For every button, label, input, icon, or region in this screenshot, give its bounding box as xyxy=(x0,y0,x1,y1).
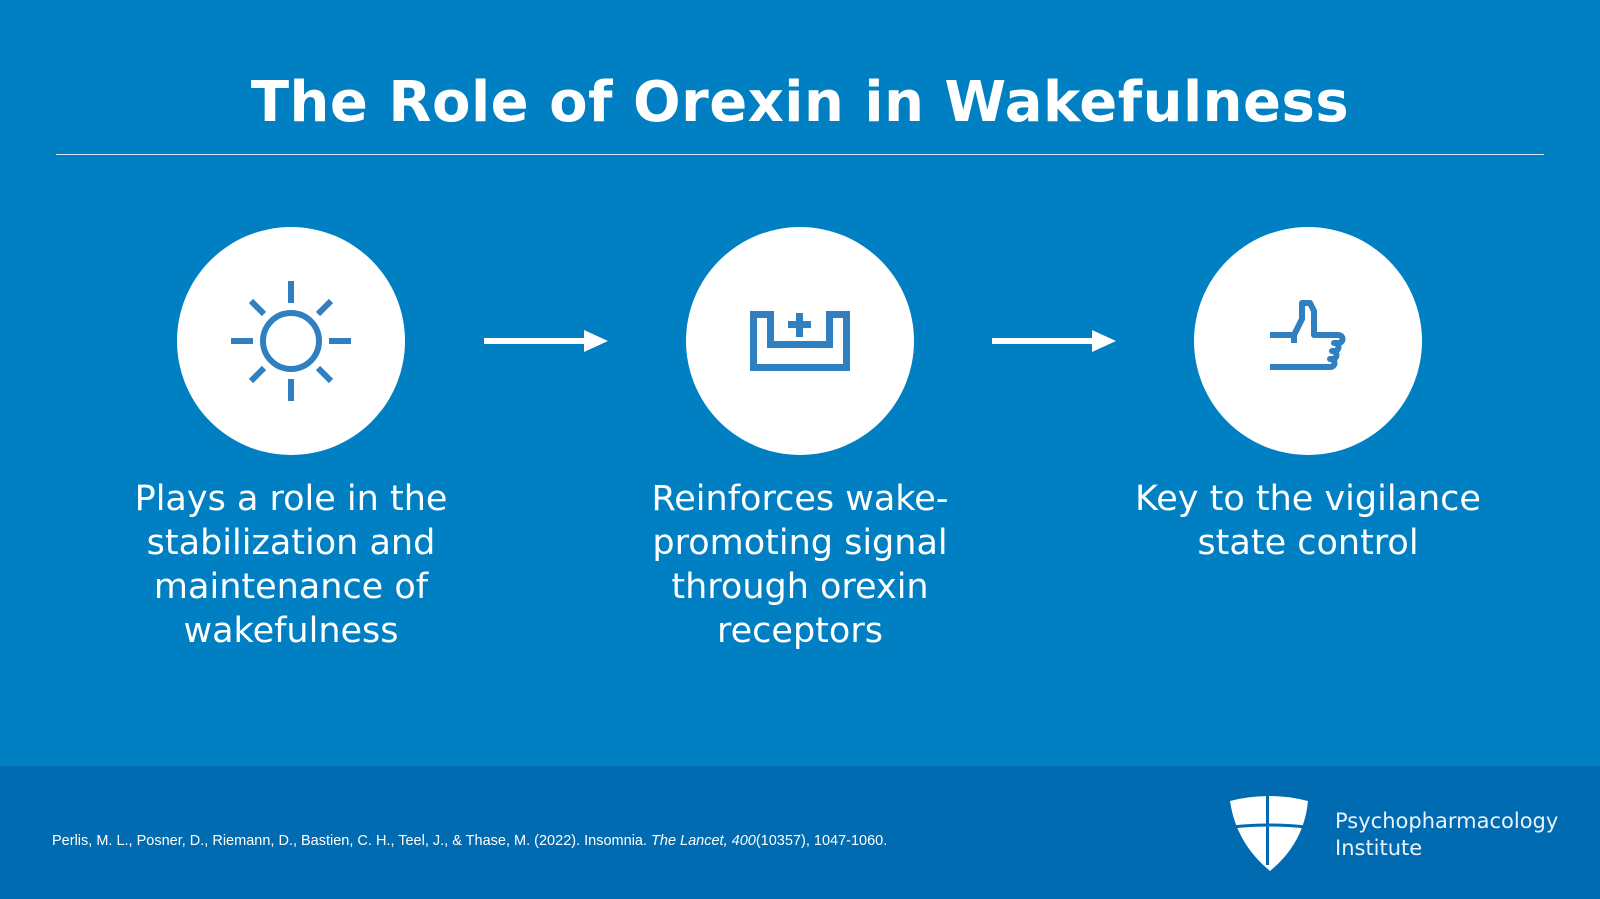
receptor-plus-icon xyxy=(750,311,850,371)
icon-circle xyxy=(177,227,405,455)
page-title: The Role of Orexin in Wakefulness xyxy=(250,70,1350,135)
title-divider xyxy=(56,154,1544,155)
sun-icon xyxy=(231,281,351,401)
thumbs-up-icon xyxy=(1270,300,1346,370)
brand-line-2: Institute xyxy=(1335,836,1423,860)
step-wakefulness: Plays a role in the stabilization and ma… xyxy=(101,227,481,653)
step-vigilance: Key to the vigilance state control xyxy=(1118,227,1498,565)
step-caption: Key to the vigilance state control xyxy=(1135,479,1481,563)
step-caption: Plays a role in the stabilization and ma… xyxy=(134,479,448,651)
arrow-right-icon xyxy=(484,330,608,352)
step-receptors: Reinforces wake-promoting signal through… xyxy=(610,227,990,653)
arrow-right-icon xyxy=(992,330,1116,352)
step-caption: Reinforces wake-promoting signal through… xyxy=(651,479,949,651)
citation: Perlis, M. L., Posner, D., Riemann, D., … xyxy=(52,833,887,849)
citation-text: Perlis, M. L., Posner, D., Riemann, D., … xyxy=(52,833,652,849)
icon-circle xyxy=(1194,227,1422,455)
shield-logo-icon xyxy=(1230,795,1308,871)
citation-journal: The Lancet, 400 xyxy=(651,833,756,849)
icon-circle xyxy=(686,227,914,455)
footer xyxy=(0,766,1600,899)
brand-line-1: Psychopharmacology xyxy=(1335,809,1559,833)
citation-issue: (10357), 1047-1060. xyxy=(755,833,888,849)
